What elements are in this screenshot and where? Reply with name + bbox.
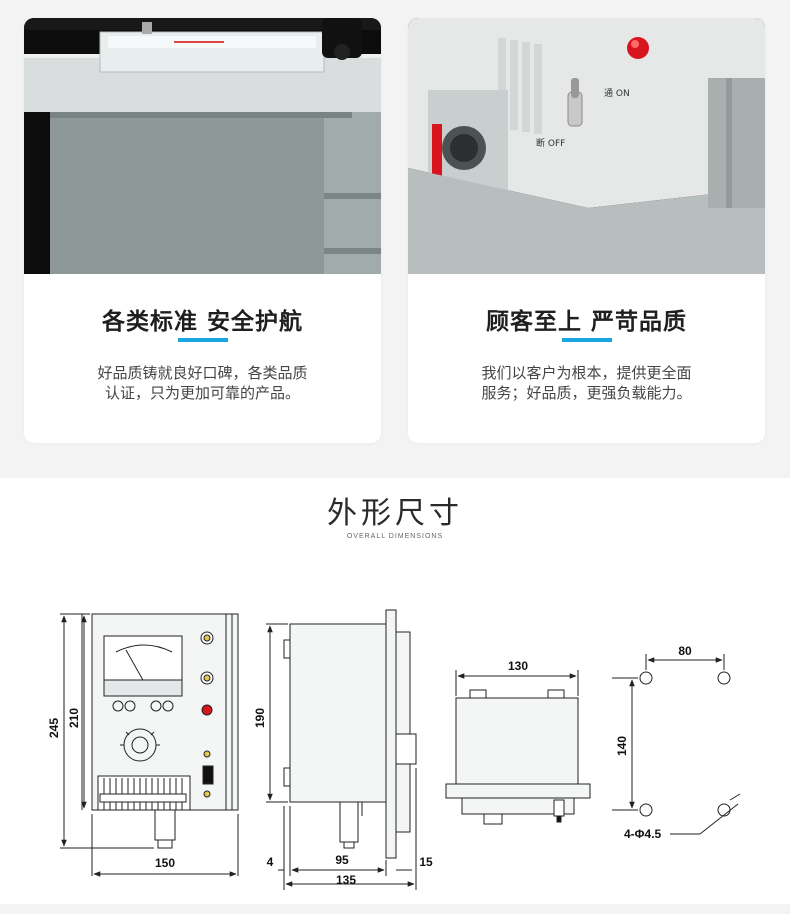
dim-side-offset-right: 15 <box>419 855 433 869</box>
dim-front-height-outer: 245 <box>47 718 61 738</box>
card-desc-line: 服务；好品质，更强负载能力。 <box>481 384 692 402</box>
dim-side-body-width: 95 <box>335 853 349 867</box>
dim-side-total-width: 135 <box>336 873 356 887</box>
dim-side-height: 190 <box>253 708 267 728</box>
card-desc-line: 认证，只为更加可靠的产品。 <box>104 384 300 402</box>
accent-bar <box>562 338 612 342</box>
dim-front-width: 150 <box>155 856 175 870</box>
dim-front-height-inner: 210 <box>67 708 81 728</box>
dim-mount-width: 80 <box>678 644 692 658</box>
dim-bottom-width: 130 <box>508 659 528 673</box>
feature-card-quality: 通 ON 断 OFF 顾客至上 严苛品质 我们以客户为根本，提供更全面 服务；好… <box>408 18 765 443</box>
card-title: 各类标准 安全护航 <box>101 309 303 335</box>
dim-side-offset-left: 4 <box>267 855 274 869</box>
switch-on-label: 通 ON <box>604 88 630 99</box>
card-desc-line: 好品质铸就良好口碑，各类品质 <box>97 364 308 382</box>
card-description: 好品质铸就良好口碑，各类品质 认证，只为更加可靠的产品。 <box>64 363 341 403</box>
dim-mount-holes: 4-Φ4.5 <box>624 827 662 841</box>
dimension-drawing: 245 210 150 190 4 95 15 135 130 80 140 4… <box>47 609 741 890</box>
bottom-view <box>445 670 591 825</box>
feature-card-standards: 各类标准 安全护航 好品质铸就良好口碑，各类品质 认证，只为更加可靠的产品。 <box>24 18 381 443</box>
section-title: 外形尺寸 <box>327 496 463 531</box>
footer-band <box>0 904 790 914</box>
card-desc-line: 我们以客户为根本，提供更全面 <box>481 364 692 382</box>
section-subtitle: OVERALL DIMENSIONS <box>346 533 444 540</box>
front-view <box>60 613 239 877</box>
switch-off-label: 断 OFF <box>536 137 565 149</box>
product-photo-switch-side: 通 ON 断 OFF <box>408 18 765 274</box>
accent-bar <box>178 338 228 342</box>
card-title: 顾客至上 严苛品质 <box>485 309 687 335</box>
mount-hole-layout <box>612 654 741 835</box>
card-description: 我们以客户为根本，提供更全面 服务；好品质，更强负载能力。 <box>448 363 725 403</box>
product-photo-front-top <box>24 18 381 274</box>
side-view <box>266 609 417 890</box>
dim-mount-height: 140 <box>615 736 629 756</box>
